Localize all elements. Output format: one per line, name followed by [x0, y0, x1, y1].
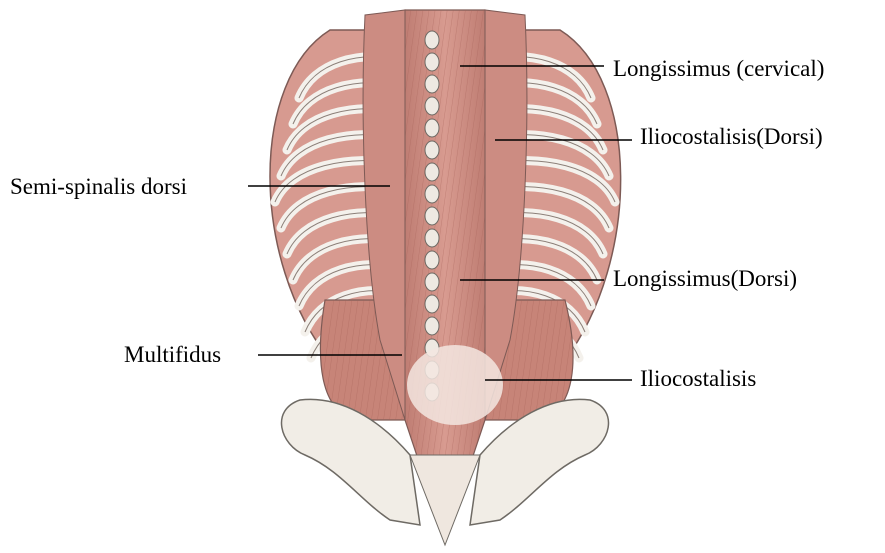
label-multifidus: Multifidus — [124, 343, 221, 366]
label-iliocostalis: Iliocostalisis — [640, 367, 756, 390]
vertebra — [425, 119, 439, 137]
label-longissimus-cervical: Longissimus (cervical) — [613, 57, 824, 80]
vertebra — [425, 317, 439, 335]
vertebra — [425, 53, 439, 71]
vertebra — [425, 75, 439, 93]
sacral-region — [407, 345, 503, 425]
vertebra — [425, 207, 439, 225]
label-iliocostalis-dorsi: Iliocostalisis(Dorsi) — [640, 125, 823, 148]
vertebra — [425, 273, 439, 291]
vertebra — [425, 295, 439, 313]
label-longissimus-dorsi: Longissimus(Dorsi) — [613, 267, 797, 290]
vertebra — [425, 31, 439, 49]
vertebra — [425, 229, 439, 247]
vertebral-column — [425, 31, 439, 401]
vertebra — [425, 185, 439, 203]
label-semispinalis-dorsi: Semi-spinalis dorsi — [10, 175, 187, 198]
vertebra — [425, 141, 439, 159]
vertebra — [425, 97, 439, 115]
vertebra — [425, 251, 439, 269]
vertebra — [425, 163, 439, 181]
